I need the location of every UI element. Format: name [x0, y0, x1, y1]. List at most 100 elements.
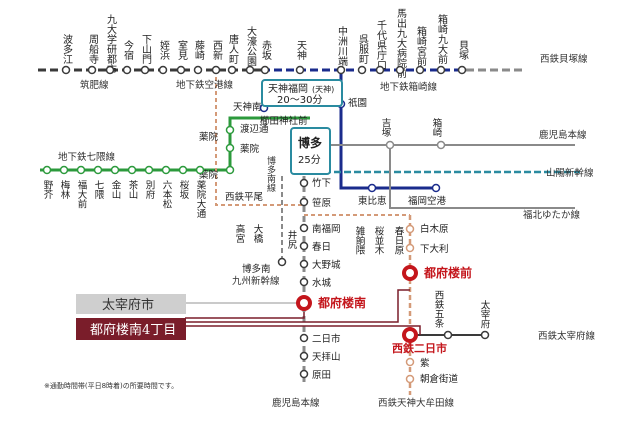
station-nishijin: 西新: [211, 40, 223, 61]
station-sasabaru: 笹原: [312, 197, 331, 209]
station-kanayama: 金山: [110, 179, 122, 199]
tenjin-box-min: 20〜30分: [277, 94, 322, 106]
dest-address-box: [76, 318, 186, 340]
station-yakuin-3: 薬院: [240, 143, 260, 155]
marker-kaizuka: [457, 65, 467, 75]
marker-minami-fukuoka: [299, 223, 309, 233]
station-hakata-minami: 博多南: [242, 263, 271, 275]
station-kushida: 櫛田神社前: [260, 115, 308, 127]
station-futsukaichi: 二日市: [312, 333, 341, 345]
dest-address: 都府楼南4丁目: [90, 322, 176, 338]
tenjin-time-box: [261, 79, 343, 107]
station-tenjin: 天神: [295, 40, 307, 61]
station-nokiyo: 野芥: [42, 180, 54, 200]
marker-takeshita: [299, 178, 309, 188]
tofurominami-marker: [296, 295, 312, 311]
station-gion: 祇園: [348, 97, 367, 109]
station-hakozaki-jr: 箱崎: [431, 117, 443, 137]
dest-city-box: [76, 294, 186, 314]
marker-akasaka: [260, 65, 270, 75]
marker-yakuin-odori: [195, 165, 205, 175]
station-shimoyamato: 下山門: [140, 34, 152, 65]
marker-chiyo: [375, 65, 385, 75]
marker-ohorikoen: [245, 65, 255, 75]
station-nanakuma: 七隈: [93, 180, 105, 200]
marker-hatae: [61, 65, 71, 75]
station-yakuin: 薬院: [199, 131, 219, 143]
station-chayama: 茶山: [127, 179, 139, 199]
station-ropponmatsu: 六本松: [161, 179, 173, 209]
station-haruda: 原田: [312, 370, 331, 381]
station-beppu: 別府: [144, 180, 156, 200]
station-chiyo: 千代県庁口: [375, 20, 387, 70]
hakata-box-title: 博多: [298, 135, 322, 150]
tenjin-box-title: 天神福岡: [268, 82, 308, 95]
marker-fukuoka-kuko: [431, 183, 441, 193]
station-mizuki: 水城: [312, 277, 332, 289]
tofuromae-marker: [402, 265, 418, 281]
marker-onojo: [299, 259, 309, 269]
station-maidashi: 馬出九大病院前: [395, 8, 407, 79]
station-higashi-hie: 東比恵: [358, 195, 387, 207]
marker-kanayama: [110, 165, 120, 175]
hakata-time-box: [290, 127, 331, 175]
marker-yoshizuka: [385, 140, 395, 150]
marker-tenpaiyama: [299, 351, 309, 361]
dest-line-dark: [185, 312, 305, 319]
marker-nishitetsu-gojo: [443, 330, 453, 340]
station-nakasu: 中洲川端: [336, 25, 348, 67]
marker-yakuin: [225, 143, 235, 153]
station-kasuga: 春日: [312, 241, 331, 253]
station-kaizuka: 貝塚: [457, 40, 469, 61]
marker-ropponmatsu: [161, 165, 171, 175]
label-fukuhoku: 福北ゆたか線: [523, 209, 581, 221]
station-onojo: 大野城: [312, 259, 341, 271]
label-hakata-minami: 博多南線: [265, 155, 276, 192]
tenjin-box-sub: (天神): [312, 84, 334, 94]
marker-tojinmachi: [227, 65, 237, 75]
station-nishitetsu-gojo: 西鉄五条: [433, 290, 445, 328]
kuko-line-hakata: [339, 70, 436, 190]
fukuhoku-line: [389, 145, 575, 209]
marker-shuso: [87, 65, 97, 75]
station-tofurominami: 都府楼南: [317, 295, 366, 310]
station-sakuranamiki: 桜並木: [373, 225, 385, 255]
marker-higashi-hie: [367, 183, 377, 193]
station-fukuoka-kuko: 福岡空港: [408, 195, 447, 207]
label-kaizuka: 西鉄貝塚線: [540, 53, 588, 65]
marker-chayama: [127, 165, 137, 175]
marker-tenjin: [295, 65, 305, 75]
station-ohorikoen: 大濠公園: [245, 25, 257, 67]
station-yoshizuka: 吉塚: [380, 118, 392, 138]
marker-shiraki: [405, 224, 415, 234]
marker-kyudai: [105, 65, 115, 75]
station-fujisaki: 藤崎: [193, 40, 205, 60]
station-yakuin-2: 薬院: [199, 169, 219, 181]
station-takeshita: 竹下: [312, 177, 331, 189]
station-umebayashi: 梅林: [59, 179, 71, 200]
marker-umebayashi: [59, 165, 69, 175]
marker-nishijin: [211, 65, 221, 75]
marker-hakata-minami: [277, 257, 287, 267]
marker-asakura: [405, 374, 415, 384]
station-meinohama: 姪浜: [158, 39, 170, 61]
marker-haruda: [299, 369, 309, 379]
marker-watanabe: [225, 125, 235, 135]
station-hakozaki-kyudai: 箱崎九大前: [436, 13, 448, 65]
marker-gofukumachi: [357, 65, 367, 75]
station-tenjin-minami: 天神南: [233, 101, 262, 113]
marker-fujisaki: [193, 65, 203, 75]
jr-loop-left: [215, 70, 304, 206]
marker-muromi: [176, 65, 186, 75]
nishitetsu-futsukaichi-marker: [402, 327, 418, 343]
station-gofukumachi: 呉服町: [357, 34, 369, 64]
footnote: ※通勤時間帯(平日8時着)の所要時間です。: [44, 381, 178, 390]
station-asakura: 朝倉街道: [420, 373, 459, 385]
marker-beppu: [144, 165, 154, 175]
dest-line-dark2: [185, 289, 410, 323]
station-hakozaki-miyamae: 箱崎宮前: [415, 25, 427, 67]
marker-nanakuma: [93, 165, 103, 175]
marker-shimoyamato: [140, 65, 150, 75]
marker-fukudai: [76, 165, 86, 175]
station-shiraki: 白木原: [420, 223, 449, 235]
